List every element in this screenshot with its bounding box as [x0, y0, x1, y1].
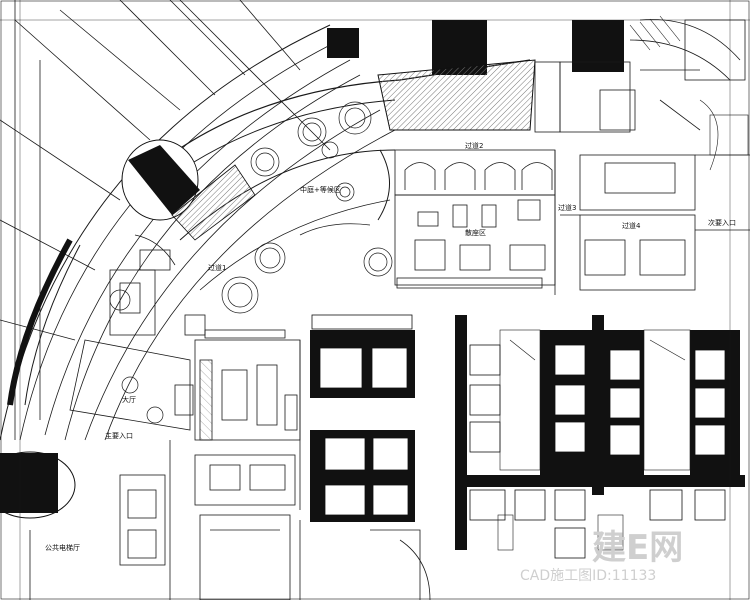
ring-arc-4 [64, 74, 361, 441]
label-corridor-4: 过道4 [622, 222, 641, 230]
column-black-2 [327, 28, 359, 58]
ring-arc-3 [44, 59, 351, 436]
column-black-1 [128, 145, 200, 215]
ring-arc-6 [104, 129, 396, 441]
hatched-roof-band [377, 59, 536, 131]
label-courtyard: 中庭+等候区 [300, 186, 341, 194]
ring-arc-5 [84, 109, 381, 441]
outer-ring-arc [0, 24, 331, 441]
column-black-4 [572, 20, 624, 72]
label-public-elevator: 公共电梯厅 [45, 544, 80, 552]
label-secondary-entrance: 次要入口 [708, 219, 736, 227]
label-corridor-1: 过道1 [208, 264, 227, 272]
label-main-entrance: 主要入口 [105, 432, 133, 440]
label-corridor-2: 过道2 [465, 142, 484, 150]
watermark-code: CAD施工图ID:11133 [520, 568, 657, 584]
label-corridor-3: 过道3 [558, 204, 577, 212]
column-black-5 [0, 453, 58, 513]
label-hall: 大厅 [122, 396, 136, 404]
watermark-brand: 建E网 [592, 528, 684, 568]
label-dining: 散座区 [465, 229, 486, 237]
